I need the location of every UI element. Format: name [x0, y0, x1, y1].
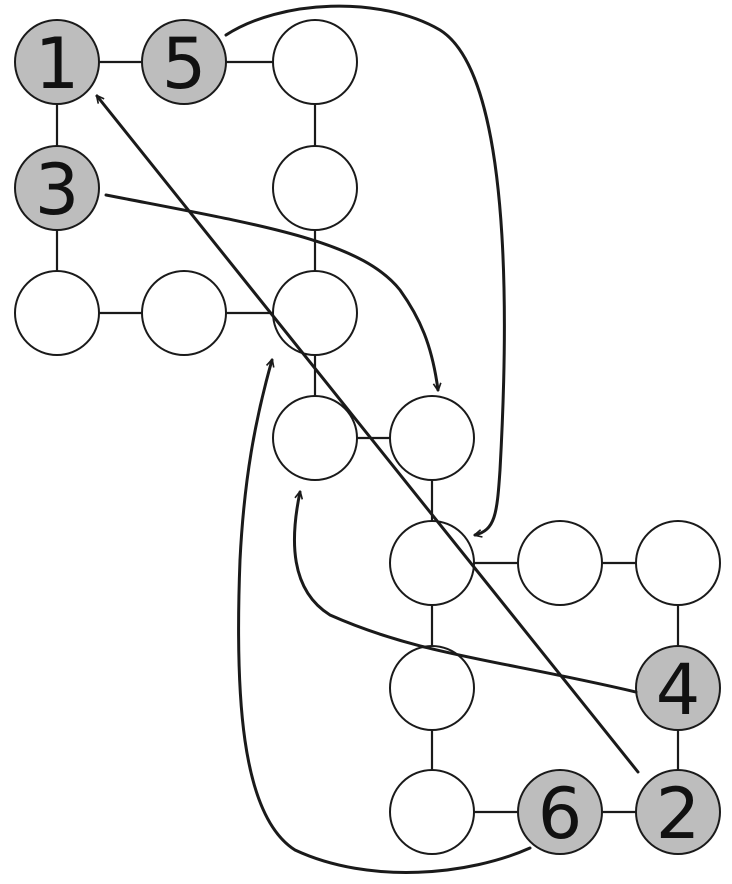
- node-c3: [272, 270, 358, 356]
- node-label: 5: [162, 23, 207, 105]
- node-label: 4: [656, 649, 701, 731]
- arrow-n6-c3: [237, 360, 532, 874]
- arrow-n3-d4: [104, 193, 438, 390]
- node-n3: 3: [14, 145, 100, 231]
- arrow-n4-d3: [292, 492, 638, 694]
- arrow-n5-e4: [224, 4, 506, 535]
- node-e4: [389, 520, 475, 606]
- node-circle: [141, 19, 227, 105]
- node-label: 3: [35, 149, 80, 231]
- node-circle: [272, 19, 358, 105]
- node-circle: [389, 520, 475, 606]
- node-d4: [389, 395, 475, 481]
- node-b3: [272, 145, 358, 231]
- node-label: 1: [35, 23, 80, 105]
- node-circle: [517, 520, 603, 606]
- node-e6: [635, 520, 721, 606]
- node-circle: [517, 769, 603, 855]
- node-label: 6: [538, 773, 583, 855]
- edges-layer: [55, 60, 680, 814]
- node-circle: [635, 645, 721, 731]
- node-f4: [389, 645, 475, 731]
- node-circle: [389, 395, 475, 481]
- node-a3: [272, 19, 358, 105]
- node-g4: [389, 769, 475, 855]
- node-c1: [14, 270, 100, 356]
- node-d3: [272, 395, 358, 481]
- node-circle: [141, 270, 227, 356]
- node-label: 2: [656, 773, 701, 855]
- node-circle: [272, 145, 358, 231]
- arrows-layer: [97, 4, 640, 874]
- node-n1: 1: [14, 19, 100, 105]
- node-circle: [389, 769, 475, 855]
- arrow-n2-n1: [97, 96, 640, 774]
- node-circle: [272, 395, 358, 481]
- node-circle: [14, 19, 100, 105]
- node-c2: [141, 270, 227, 356]
- node-circle: [635, 769, 721, 855]
- node-n4: 4: [635, 645, 721, 731]
- node-circle: [14, 270, 100, 356]
- node-n2: 2: [635, 769, 721, 855]
- node-circle: [389, 645, 475, 731]
- node-n5: 5: [141, 19, 227, 105]
- node-circle: [272, 270, 358, 356]
- node-circle: [14, 145, 100, 231]
- node-e5: [517, 520, 603, 606]
- node-n6: 6: [517, 769, 603, 855]
- node-circle: [635, 520, 721, 606]
